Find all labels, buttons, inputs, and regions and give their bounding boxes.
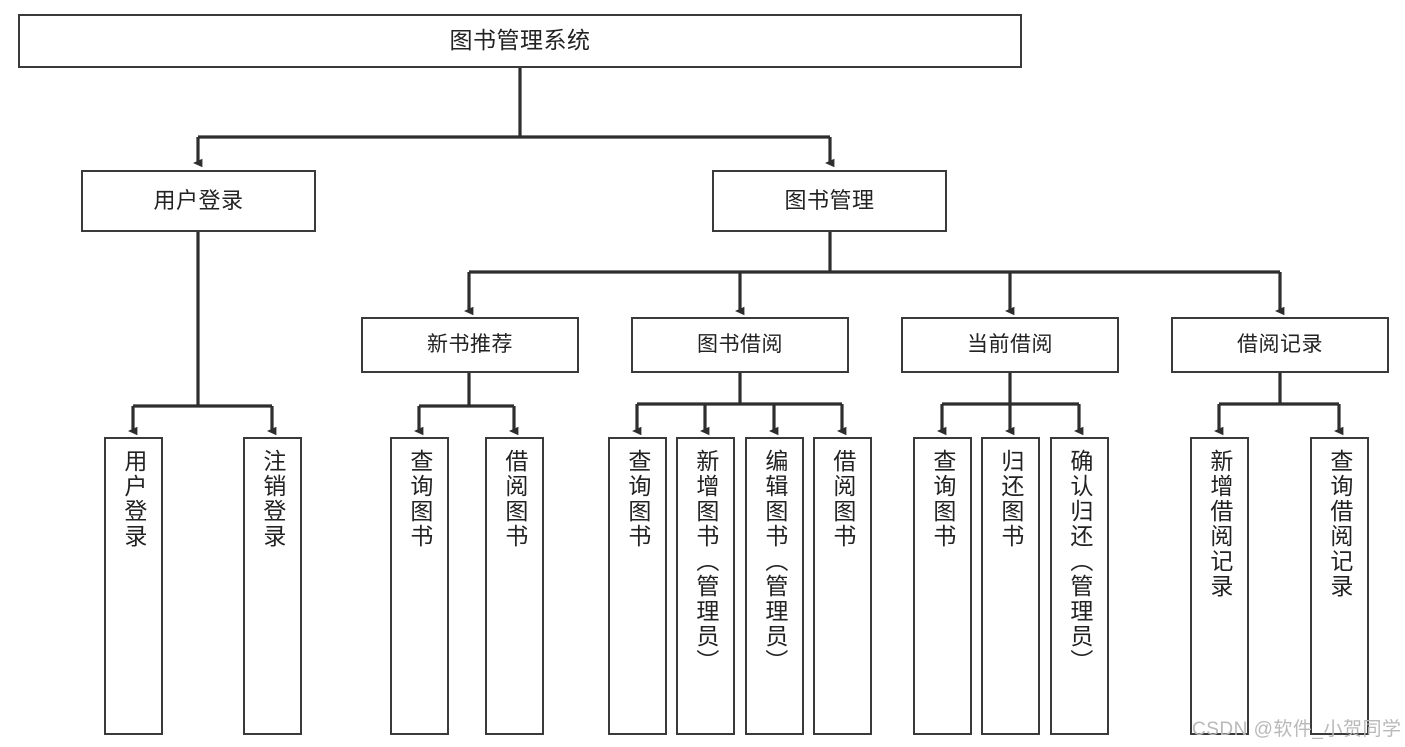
node-book-management[interactable]: 图书管理: [712, 170, 947, 232]
leaf-node-label: 注销登录: [259, 449, 286, 549]
node-borrow-records-label: 借阅记录: [1237, 333, 1323, 357]
node-book-management-label: 图书管理: [784, 187, 875, 213]
leaf-node[interactable]: 查询图书: [390, 437, 449, 735]
node-current-borrow-label: 当前借阅: [967, 333, 1053, 357]
node-book-borrow[interactable]: 图书借阅: [631, 317, 849, 373]
leaf-node[interactable]: 借阅图书: [813, 437, 872, 735]
leaf-node[interactable]: 借阅图书: [485, 437, 544, 735]
node-user-login-label: 用户登录: [153, 187, 244, 213]
node-root-label: 图书管理系统: [449, 27, 591, 54]
node-new-book-recommend-label: 新书推荐: [427, 333, 513, 357]
leaf-node[interactable]: 用户登录: [104, 437, 163, 735]
leaf-node[interactable]: 查询图书: [608, 437, 667, 735]
node-current-borrow[interactable]: 当前借阅: [901, 317, 1119, 373]
leaf-node-label: 查询借阅记录: [1326, 449, 1353, 599]
leaf-node[interactable]: 归还图书: [981, 437, 1040, 735]
leaf-node-label: 新增图书（管理员）: [692, 449, 719, 674]
leaf-node[interactable]: 新增图书（管理员）: [676, 437, 735, 735]
node-borrow-records[interactable]: 借阅记录: [1171, 317, 1389, 373]
leaf-node[interactable]: 查询图书: [913, 437, 972, 735]
node-root[interactable]: 图书管理系统: [18, 14, 1022, 68]
leaf-node-label: 查询图书: [406, 449, 433, 549]
leaf-node[interactable]: 注销登录: [243, 437, 302, 735]
leaf-node-label: 用户登录: [120, 449, 147, 549]
leaf-node-label: 查询图书: [624, 449, 651, 549]
leaf-node-label: 查询图书: [929, 449, 956, 549]
node-user-login[interactable]: 用户登录: [81, 170, 316, 232]
leaf-node[interactable]: 查询借阅记录: [1310, 437, 1369, 735]
leaf-node-label: 借阅图书: [501, 449, 528, 549]
leaf-node[interactable]: 确认归还（管理员）: [1050, 437, 1109, 735]
leaf-node[interactable]: 新增借阅记录: [1190, 437, 1249, 735]
leaf-node-label: 归还图书: [997, 449, 1024, 549]
leaf-node[interactable]: 编辑图书（管理员）: [745, 437, 804, 735]
leaf-node-label: 借阅图书: [829, 449, 856, 549]
node-book-borrow-label: 图书借阅: [697, 333, 783, 357]
leaf-node-label: 确认归还（管理员）: [1066, 449, 1093, 674]
leaf-node-label: 编辑图书（管理员）: [761, 449, 788, 674]
node-new-book-recommend[interactable]: 新书推荐: [361, 317, 579, 373]
csdn-watermark: CSDN @软件_小贺同学: [1192, 719, 1402, 740]
leaf-node-label: 新增借阅记录: [1206, 449, 1233, 599]
